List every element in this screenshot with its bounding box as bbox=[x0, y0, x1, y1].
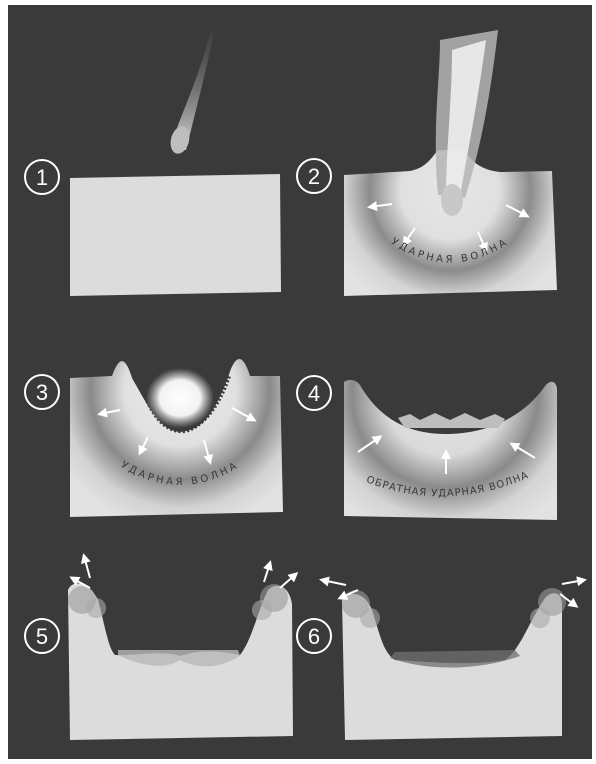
svg-text:1: 1 bbox=[36, 165, 48, 190]
impact-flash bbox=[146, 368, 214, 428]
ground-block bbox=[70, 174, 281, 296]
svg-text:6: 6 bbox=[308, 624, 320, 649]
svg-text:4: 4 bbox=[308, 381, 320, 406]
svg-text:3: 3 bbox=[36, 380, 48, 405]
svg-text:2: 2 bbox=[308, 164, 320, 189]
svg-text:5: 5 bbox=[36, 624, 48, 649]
